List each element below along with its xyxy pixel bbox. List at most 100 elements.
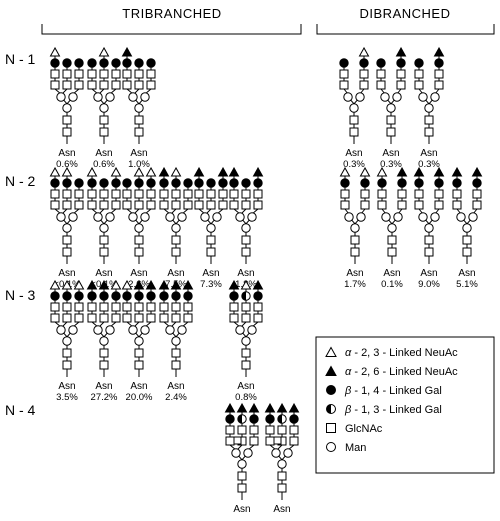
- dibranched-header: DIBRANCHED: [360, 6, 451, 21]
- neuac-a23-triangle: [49, 46, 61, 57]
- glcnac-square: [253, 189, 263, 199]
- glcnac-square: [424, 247, 434, 257]
- glcnac-square: [241, 189, 251, 199]
- gal-b14-circle: [339, 58, 349, 68]
- glcnac-square: [350, 247, 360, 257]
- man-circle: [171, 336, 181, 346]
- percentage-label: 0.3%: [343, 159, 365, 170]
- glcnac-square: [111, 189, 121, 199]
- gal-b14-circle: [122, 291, 132, 301]
- neuac-a26-triangle: [228, 279, 240, 290]
- glcnac-square: [277, 425, 287, 435]
- man-circle: [177, 325, 187, 335]
- gal-b14-circle: [452, 178, 462, 188]
- legend-label: β - 1, 4 - Linked Gal: [344, 385, 442, 397]
- man-circle: [235, 325, 245, 335]
- glcnac-square: [452, 200, 462, 210]
- asn-label: Asn: [382, 148, 399, 159]
- glcnac-square: [134, 360, 144, 370]
- glcnac-square: [229, 302, 239, 312]
- filled-circle-icon: [326, 385, 336, 395]
- asn-label: Asn: [345, 148, 362, 159]
- man-circle: [177, 212, 187, 222]
- man-circle: [56, 325, 66, 335]
- glcnac-square: [146, 189, 156, 199]
- legend-item: β - 1, 4 - Linked Gal: [326, 385, 442, 397]
- gal-b14-circle: [397, 178, 407, 188]
- glcnac-square: [397, 200, 407, 210]
- glcnac-square: [159, 200, 169, 210]
- neuac-a26-triangle: [433, 166, 445, 177]
- man-circle: [134, 223, 144, 233]
- glcnac-square: [111, 313, 121, 323]
- percentage-label: 2.4%: [165, 392, 187, 403]
- man-circle: [356, 212, 366, 222]
- gal-b14-circle: [62, 178, 72, 188]
- gal-b14-circle: [62, 291, 72, 301]
- glcnac-square: [134, 200, 144, 210]
- glcnac-square: [229, 313, 239, 323]
- neuac-a23-triangle: [376, 166, 388, 177]
- glcnac-square: [87, 189, 97, 199]
- asn-label: Asn: [420, 268, 437, 279]
- neuac-a26-triangle: [471, 166, 483, 177]
- glcnac-square: [194, 189, 204, 199]
- man-circle: [241, 223, 251, 233]
- glcnac-square: [171, 235, 181, 245]
- glcnac-square: [273, 436, 282, 445]
- glcnac-square: [225, 436, 235, 446]
- gal-b14-circle: [183, 178, 193, 188]
- percentage-label: 0.8%: [235, 392, 257, 403]
- glcnac-square: [50, 189, 60, 199]
- row-label-n1: N - 1: [5, 51, 36, 67]
- man-circle: [392, 92, 402, 102]
- glcnac-square: [434, 80, 444, 90]
- glcnac-square: [387, 235, 397, 245]
- man-circle: [134, 103, 144, 113]
- glcnac-square: [277, 471, 287, 481]
- glcnac-square: [122, 302, 132, 312]
- asn-label: Asn: [420, 148, 437, 159]
- glcnac-square: [62, 313, 72, 323]
- man-circle: [140, 325, 150, 335]
- glcnac-square: [146, 69, 156, 79]
- glcnac-square: [62, 115, 72, 125]
- glcnac-square: [87, 200, 97, 210]
- glcnac-square: [233, 436, 242, 445]
- legend-item: β - 1, 3 - Linked Gal: [326, 404, 442, 416]
- glcnac-square: [206, 189, 216, 199]
- neuac-a23-triangle: [61, 166, 73, 177]
- asn-label: Asn: [167, 268, 184, 279]
- glcnac-square: [253, 200, 263, 210]
- glcnac-square: [349, 115, 359, 125]
- glcnac-square: [99, 235, 109, 245]
- man-circle: [99, 103, 109, 113]
- gal-b14-circle: [265, 414, 275, 424]
- glcnac-square: [194, 200, 204, 210]
- glcnac-square: [99, 313, 109, 323]
- glcnac-square: [277, 483, 287, 493]
- neuac-a26-triangle: [145, 279, 157, 290]
- man-circle: [165, 325, 175, 335]
- glcnac-square: [122, 200, 132, 210]
- man-circle: [62, 336, 72, 346]
- gal-b14-circle: [146, 178, 156, 188]
- glcnac-square: [253, 313, 263, 323]
- tribranched-header: TRIBRANCHED: [122, 6, 221, 21]
- neuac-a26-triangle: [98, 279, 110, 290]
- legend-prefix: β: [344, 385, 354, 397]
- glcnac-square: [265, 425, 275, 435]
- glcnac-square: [414, 80, 424, 90]
- glcnac-square: [134, 189, 144, 199]
- glcnac-square: [237, 483, 247, 493]
- glcnac-square: [414, 200, 424, 210]
- asn-label: Asn: [58, 268, 75, 279]
- man-circle: [105, 212, 115, 222]
- glcnac-square: [99, 127, 109, 137]
- glcnac-square: [99, 360, 109, 370]
- glcnac-square: [122, 80, 132, 90]
